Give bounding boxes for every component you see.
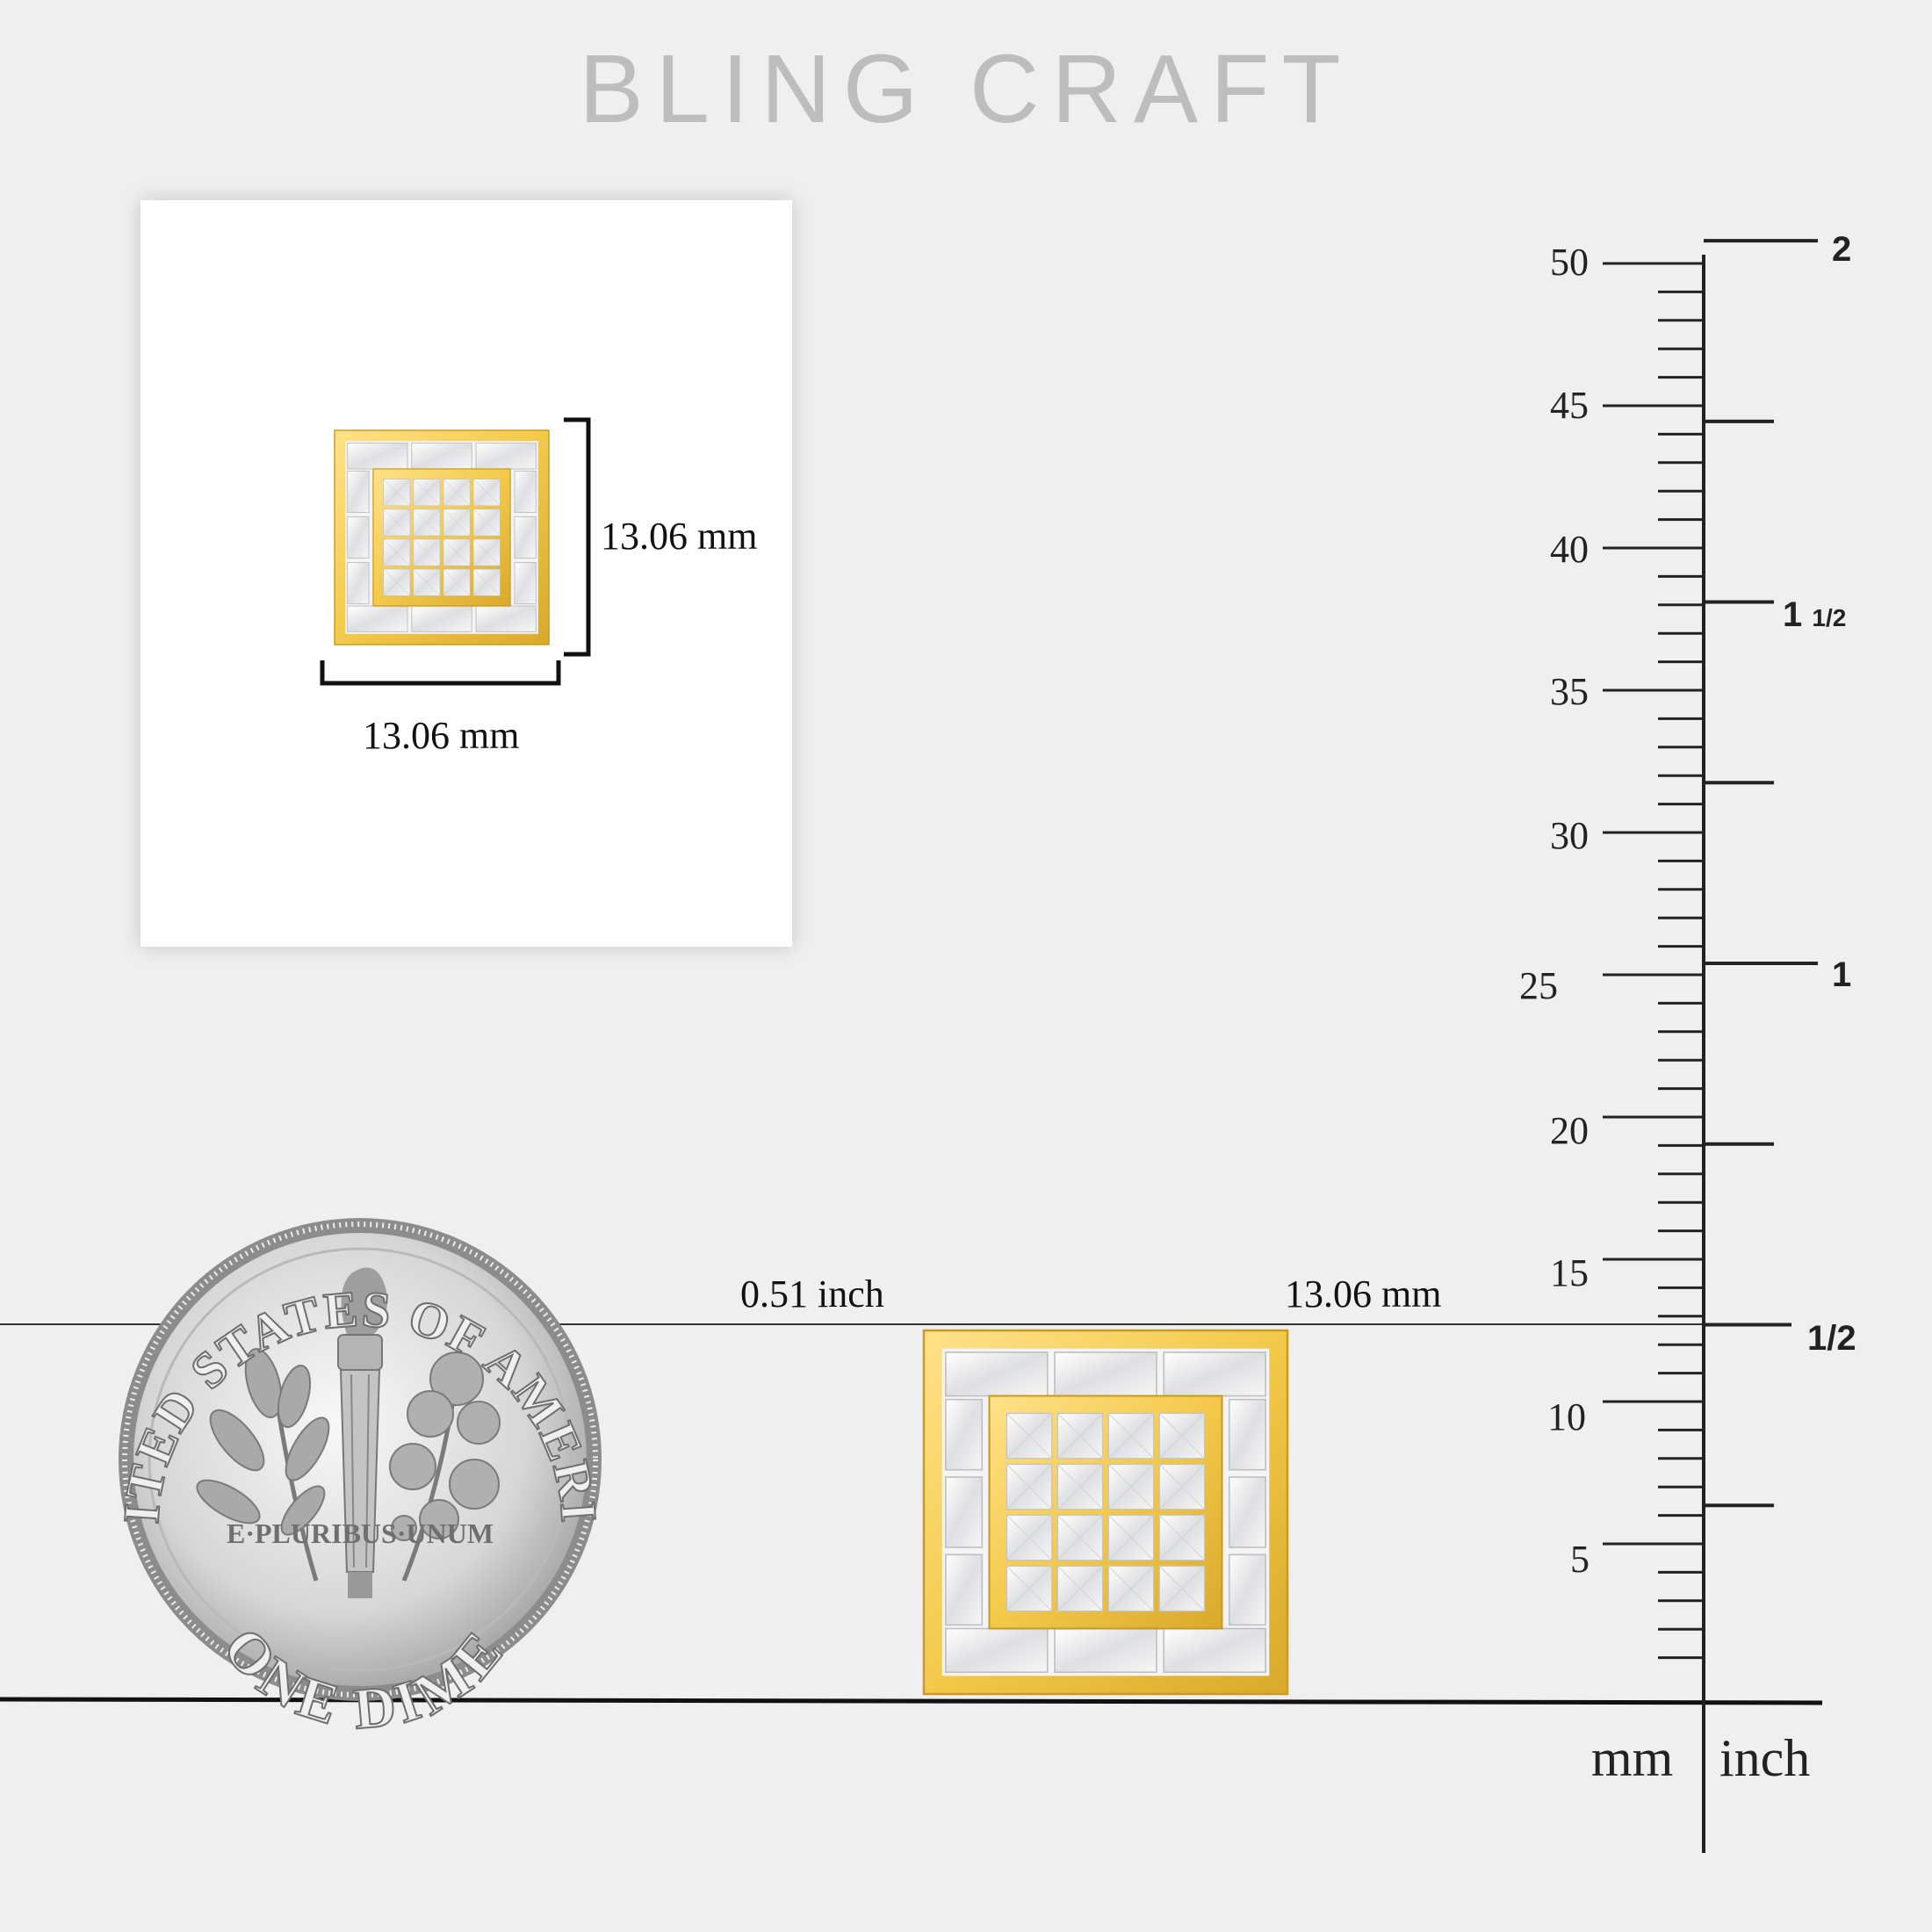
baguette-stone [411,443,472,470]
stone-facet [413,508,441,537]
stone-facet [1006,1413,1053,1460]
stone-facet [1158,1463,1205,1510]
stone-facet [472,508,501,537]
stone-facet [413,568,441,596]
stone-facet [383,479,411,507]
brand-title: BLING CRAFT [579,35,1353,143]
ruler [1603,239,1818,1853]
baguette-stone [1228,1398,1266,1471]
baguette-stone [347,515,370,559]
baguette-stone [347,561,370,605]
baguette-stone [514,561,537,605]
stone-facet [1006,1463,1053,1510]
baguette-stone [1054,1352,1157,1397]
height-dimension-bracket [564,417,591,657]
ruler-inch-1-1-2-frac: 1/2 [1812,604,1847,631]
ruler-mm-25: 25 [1519,964,1558,1007]
ruler-mm-45: 45 [1550,384,1589,427]
stone-facet [472,568,501,596]
baguette-stone [1228,1476,1266,1548]
stone-facet [1056,1413,1104,1460]
stone-facet [383,508,411,537]
baguette-stone [347,470,370,514]
stone-facet [443,479,471,507]
stone-facet [1107,1463,1155,1510]
ruler-mm-40: 40 [1550,528,1589,571]
stone-facet [1107,1413,1155,1460]
ruler-inch-1: 1 [1832,955,1852,994]
stone-facet [472,538,501,566]
baguette-stone [945,1398,984,1471]
stone-facet [1056,1514,1104,1561]
ruler-inch-1-1-2: 1 1/2 [1783,595,1846,635]
baguette-stone [475,605,537,632]
ruler-mm-50: 50 [1550,241,1589,284]
baguette-stone [347,605,408,632]
baseline-line [0,1697,1823,1705]
stone-facet [443,568,471,596]
stone-facet [1158,1413,1205,1460]
stone-facet [443,508,471,537]
dime-coin: UNITED STATES OF AMERICA E·PLURIBUS·UNUM… [0,0,607,1742]
ruler-mm-10: 10 [1547,1395,1586,1438]
ruler-mm-15: 15 [1550,1251,1589,1294]
oak-branch-icon [389,1352,501,1582]
ruler-mm-30: 30 [1550,814,1589,857]
width-dimension-bracket [320,660,561,686]
stone-facet [443,538,471,566]
earring-small-view [334,429,550,645]
ruler-mm-5: 5 [1570,1538,1590,1581]
stone-facet [472,479,501,507]
coin-motto: E·PLURIBUS·UNUM [227,1517,494,1549]
baguette-stone [475,443,537,470]
stone-facet [1107,1565,1155,1611]
stone-facet [1056,1463,1104,1510]
width-label: 13.06 mm [363,714,520,757]
earring-large-view [922,1329,1289,1696]
stone-facet [413,479,441,507]
baguette-stone [514,470,537,514]
ruler-inch-1-1-2-whole: 1 [1783,595,1803,634]
ruler-mm-20: 20 [1550,1109,1589,1152]
stone-facet [1006,1565,1053,1611]
baguette-stone [945,1554,984,1626]
mm-size-label: 13.06 mm [1285,1272,1442,1316]
stone-facet [1006,1514,1053,1561]
baguette-stone [347,443,408,470]
stone-facet [383,538,411,566]
stone-facet [413,538,441,566]
ruler-unit-inch: inch [1719,1729,1811,1787]
baguette-stone [945,1627,1049,1673]
baguette-stone [1054,1627,1157,1673]
height-label: 13.06 mm [601,515,758,558]
baguette-stone [1163,1352,1266,1397]
ruler-mm-35: 35 [1550,670,1589,713]
baguette-stone [1228,1554,1266,1626]
ruler-inch-half: 1/2 [1807,1319,1856,1358]
stone-facet [1107,1514,1155,1561]
baguette-stone [945,1476,984,1548]
baguette-stone [945,1352,1049,1397]
inch-size-label: 0.51 inch [740,1272,884,1316]
torch-icon [337,1267,387,1598]
stone-facet [1158,1565,1205,1611]
stone-facet [383,568,411,596]
ruler-inch-2: 2 [1832,230,1852,269]
baguette-stone [411,605,472,632]
stone-facet [1158,1514,1205,1561]
stone-facet [1056,1565,1104,1611]
ruler-unit-mm: mm [1591,1729,1674,1787]
baguette-stone [514,515,537,559]
baguette-stone [1163,1627,1266,1673]
olive-branch-icon [196,1348,330,1582]
